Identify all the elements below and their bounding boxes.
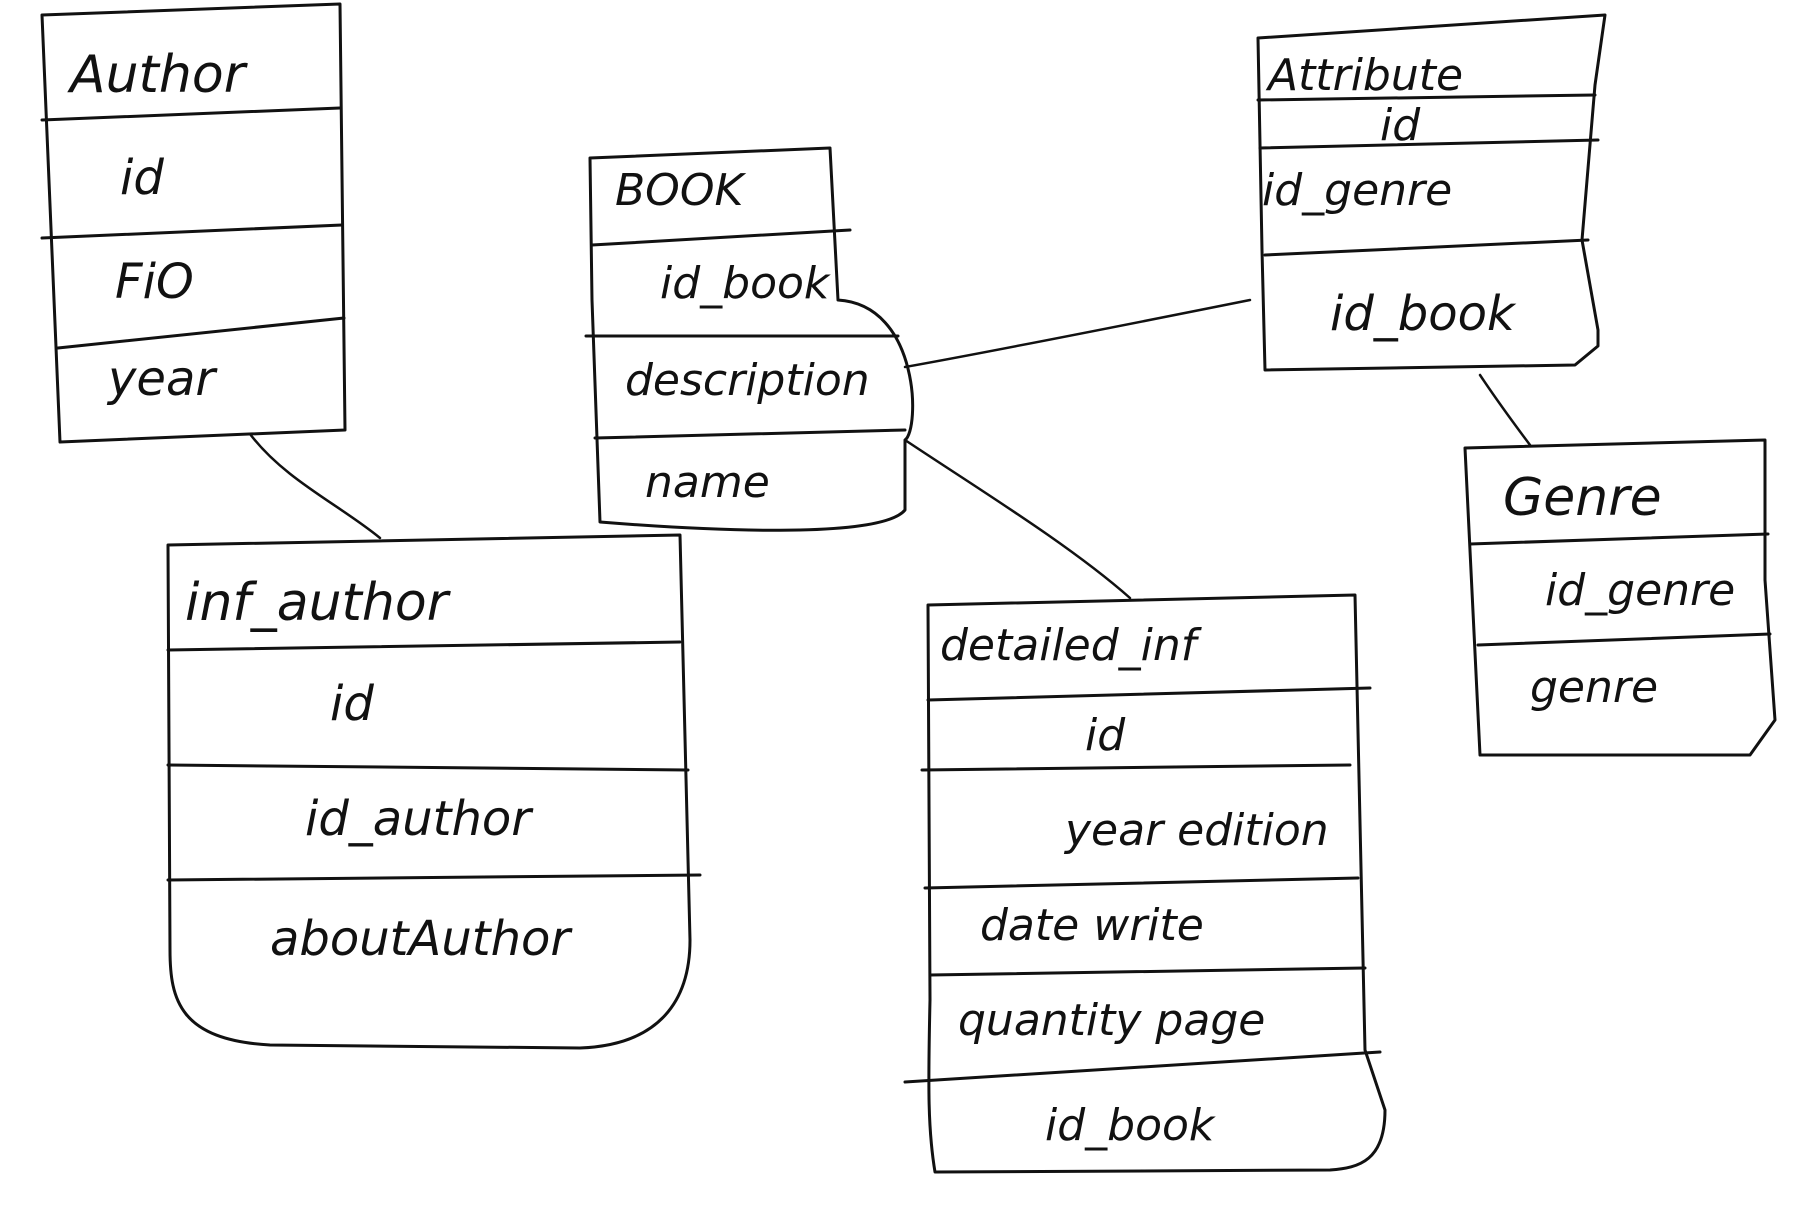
table-book-title: BOOK <box>615 165 746 216</box>
table-detailed-inf-field-3: date write <box>980 900 1204 951</box>
table-book-field-3: name <box>645 457 770 508</box>
relation-book-detailed-inf <box>903 438 1132 600</box>
table-inf-author: inf_author id id_author aboutAuthor <box>166 533 702 1050</box>
table-genre-field-1: id_genre <box>1545 565 1735 616</box>
table-attribute-field-2: id_genre <box>1262 165 1452 216</box>
table-author-title: Author <box>67 45 249 105</box>
table-attribute-field-1: id <box>1380 100 1421 151</box>
table-inf-author-field-3: aboutAuthor <box>270 911 573 967</box>
table-book: BOOK id_book description name <box>584 146 915 532</box>
table-author-field-2: FiO <box>115 254 194 310</box>
table-detailed-inf-title: detailed_inf <box>940 620 1203 671</box>
table-author-field-3: year <box>106 351 218 407</box>
relation-book-attribute <box>903 298 1252 369</box>
relation-author-inf-author <box>248 432 382 540</box>
relation-attribute-genre <box>1478 373 1532 447</box>
table-attribute-title: Attribute <box>1265 50 1463 101</box>
table-inf-author-field-2: id_author <box>305 791 534 847</box>
table-attribute-field-3: id_book <box>1330 286 1517 342</box>
table-author: Author id FiO year <box>40 2 347 444</box>
table-detailed-inf-field-2: year edition <box>1063 805 1329 856</box>
table-genre: Genre id_genre genre <box>1463 438 1777 757</box>
table-detailed-inf-field-4: quantity page <box>958 995 1265 1046</box>
table-book-field-1: id_book <box>660 258 831 309</box>
table-detailed-inf: detailed_inf id year edition date write … <box>903 593 1387 1174</box>
table-attribute: Attribute id id_genre id_book <box>1256 13 1607 372</box>
table-author-field-1: id <box>120 150 164 206</box>
table-genre-title: Genre <box>1503 468 1662 528</box>
table-genre-field-2: genre <box>1530 662 1658 713</box>
table-detailed-inf-field-5: id_book <box>1045 1100 1216 1151</box>
table-inf-author-field-1: id <box>330 676 374 732</box>
table-book-field-2: description <box>625 355 870 406</box>
table-detailed-inf-field-1: id <box>1085 710 1126 761</box>
table-inf-author-title: inf_author <box>185 573 452 633</box>
